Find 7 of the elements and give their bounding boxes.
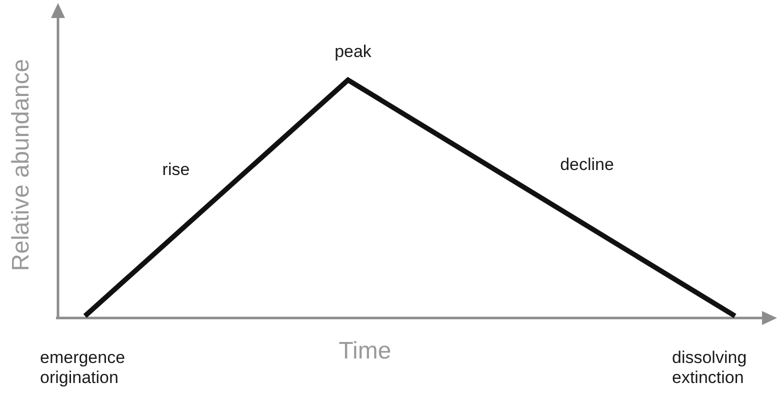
point-label: peak — [334, 42, 372, 62]
phase-label: rise — [162, 160, 190, 180]
point-label: dissolving extinction — [672, 348, 747, 389]
phase-label: decline — [560, 154, 614, 176]
x-axis-title: Time — [338, 338, 392, 366]
y-axis-title: Relative abundance — [8, 58, 36, 272]
point-label: emergence origination — [40, 348, 126, 389]
